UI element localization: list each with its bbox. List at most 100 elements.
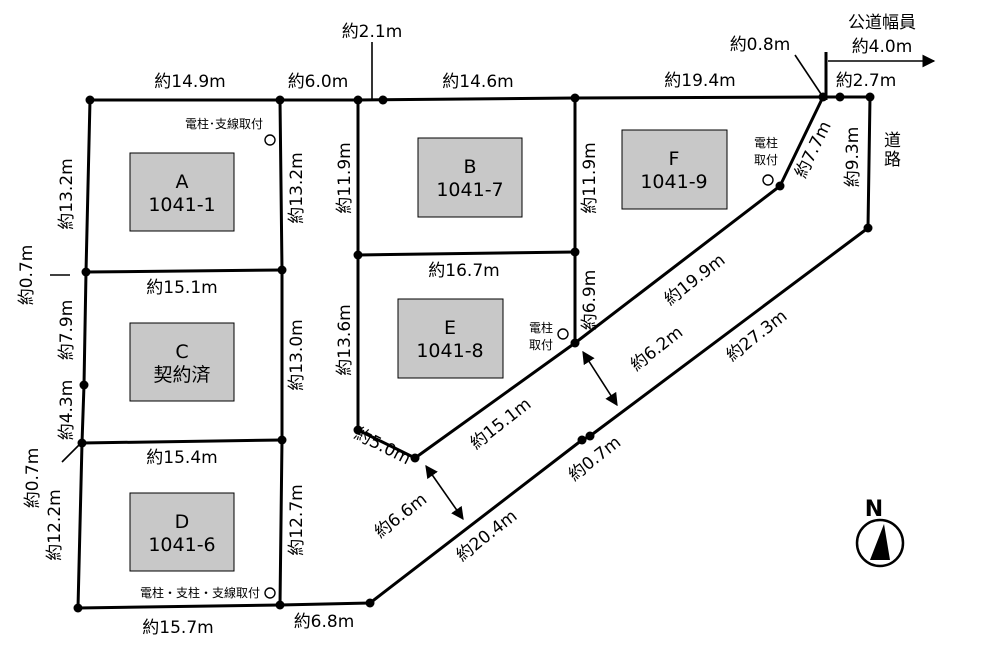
alley-width-arrow-1	[582, 350, 618, 407]
dim-top-a: 約14.9m	[154, 72, 225, 92]
vertex-dot	[863, 223, 873, 233]
vertex-dot	[570, 93, 580, 103]
vertex-dot	[353, 95, 363, 105]
utility-poles: 電柱･支線取付 電柱 取付 電柱 取付 電柱・支柱・支線取付	[140, 116, 778, 600]
vertex-dot	[275, 600, 285, 610]
lot-labels: A 1041-1 B 1041-7 C 契約済 D 1041-6 E 1041-…	[148, 148, 707, 556]
pole-e-label-1: 電柱	[529, 320, 553, 335]
lot-f-south-boundary	[414, 96, 825, 460]
dimension-arrows	[425, 54, 936, 521]
vertex-dot	[570, 338, 580, 348]
lot-f-number: 1041-9	[640, 171, 707, 193]
a-c-boundary	[85, 268, 283, 274]
b-e-west-boundary	[356, 100, 416, 460]
dim-f-diag: 約19.9m	[661, 250, 730, 310]
dim-road-right: 約9.3m	[843, 127, 863, 188]
lot-a-building	[129, 152, 235, 232]
vertex-dot	[577, 435, 587, 445]
leader-lower-0-7m	[61, 443, 81, 463]
dim-road-width: 約4.0m	[852, 37, 913, 57]
dim-top-f: 約19.4m	[664, 71, 735, 91]
road-width-title: 公道幅員	[848, 13, 916, 33]
lot-b-number: 1041-7	[436, 179, 503, 201]
lot-b-building	[417, 137, 523, 218]
vertex-dot	[365, 598, 375, 608]
lot-e-number: 1041-8	[416, 340, 483, 362]
pole-f-label-1: 電柱	[754, 135, 778, 150]
dim-top-road: 約2.7m	[836, 71, 897, 91]
vertex-dot	[835, 92, 845, 102]
dim-b-right: 約11.9m	[580, 142, 600, 213]
dim-d-bottom: 約15.7m	[142, 618, 213, 638]
lot-e-building	[397, 298, 504, 379]
leader-lines	[50, 42, 828, 463]
vertex-dot	[275, 95, 285, 105]
dim-left-0-7-bottom: 約0.7m	[23, 448, 43, 509]
dim-left-0-7-top: 約0.7m	[17, 245, 37, 306]
leader-0-8m	[794, 54, 824, 98]
vertex-dot	[410, 453, 420, 463]
dim-alley-width-1: 約6.2m	[627, 323, 687, 376]
lot-a-letter: A	[176, 171, 189, 193]
vertex-dot	[353, 425, 363, 435]
pole-a-label: 電柱･支線取付	[185, 116, 263, 131]
dim-gap-0-8: 約0.8m	[730, 35, 791, 55]
dim-c-left-lower: 約4.3m	[57, 380, 77, 441]
pole-e-marker	[557, 328, 569, 340]
dim-d-right: 約12.7m	[287, 484, 307, 555]
dim-b-left: 約11.9m	[335, 142, 355, 213]
vertex-dot	[865, 92, 875, 102]
vertex-dot	[73, 603, 83, 613]
north-compass: N	[855, 497, 905, 568]
b-e-boundary	[357, 250, 576, 257]
pole-d-label: 電柱・支柱・支線取付	[140, 585, 260, 600]
ac-east-boundary	[278, 99, 284, 606]
vertex-dot	[378, 95, 388, 105]
lot-c-letter: C	[175, 341, 188, 363]
dim-a-left: 約13.2m	[57, 158, 77, 229]
lot-d-letter: D	[175, 511, 190, 533]
dim-lower-diag: 約20.4m	[453, 506, 522, 566]
c-d-boundary	[81, 438, 283, 445]
dim-c-left: 約7.9m	[57, 300, 77, 361]
dim-d-left: 約12.2m	[45, 489, 65, 560]
compass-n-label: N	[865, 497, 883, 522]
lot-a-number: 1041-1	[148, 194, 215, 216]
dim-e-bottom: 約15.1m	[467, 394, 536, 454]
pole-a-marker	[264, 134, 276, 146]
dim-be-boundary: 約16.7m	[428, 261, 499, 281]
road-label: 道路	[880, 131, 901, 169]
dim-cd-boundary: 約15.4m	[146, 448, 217, 468]
vertex-dot	[79, 380, 89, 390]
lot-buildings	[129, 129, 728, 572]
dim-top-gap: 約6.0m	[288, 72, 349, 92]
dim-gap-2-1: 約2.1m	[342, 22, 403, 42]
dim-a-right: 約13.2m	[287, 152, 307, 223]
dim-road-diag: 約27.3m	[723, 306, 792, 366]
vertex-dot	[570, 247, 580, 257]
vertex-dot	[85, 95, 95, 105]
compass-arrow-icon	[870, 524, 890, 560]
dim-top-b: 約14.6m	[442, 72, 513, 92]
lot-f-building	[621, 129, 728, 210]
pole-e-label-2: 取付	[529, 338, 553, 352]
vertex-dots	[73, 92, 875, 613]
lot-c-building	[129, 322, 235, 402]
vertex-dot	[81, 267, 91, 277]
lot-e-letter: E	[444, 317, 456, 339]
lot-d-number: 1041-6	[148, 534, 215, 556]
west-boundary	[76, 99, 92, 609]
pole-d-marker	[264, 587, 276, 599]
dim-e-bottom-left: 約5.0m	[351, 424, 414, 469]
dim-bottom-gap: 約6.8m	[294, 612, 355, 632]
dim-ac-boundary: 約15.1m	[146, 278, 217, 298]
dim-e-left: 約13.6m	[335, 304, 355, 375]
vertex-dot	[585, 431, 595, 441]
vertex-dot	[775, 181, 785, 191]
vertex-dot	[277, 265, 287, 275]
lot-c-number: 契約済	[153, 364, 210, 386]
pole-f-label-2: 取付	[754, 153, 778, 167]
lot-d-building	[129, 492, 235, 572]
dim-gap-0-7-right: 約0.7m	[565, 433, 625, 486]
